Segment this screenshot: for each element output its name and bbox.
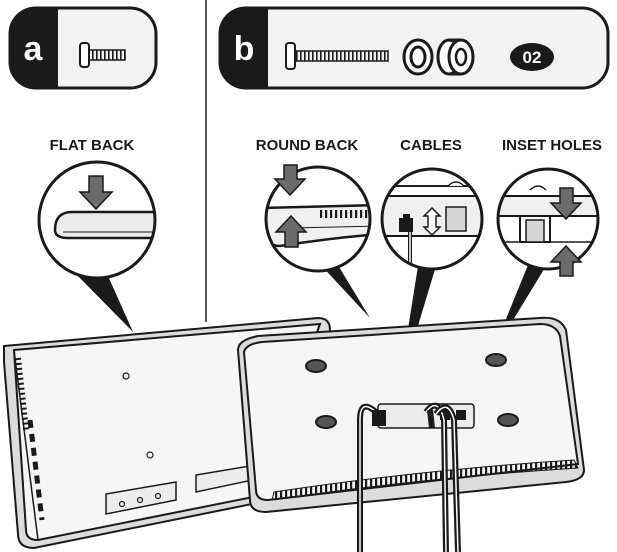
- mounting-hole: [146, 451, 154, 459]
- round-back-callout: [264, 164, 372, 273]
- panel-a-letter: a: [24, 30, 44, 68]
- flat-back-callout: [37, 160, 157, 280]
- down-arrow-icon: [273, 164, 307, 197]
- round-back-tv: [236, 316, 586, 552]
- hardware-panel-a: a: [8, 6, 158, 90]
- cables-callout: [380, 167, 484, 271]
- short-screw-icon: [79, 42, 126, 68]
- up-arrow-icon: [274, 214, 308, 248]
- label-flat-back: FLAT BACK: [50, 137, 135, 154]
- inset-hole: [497, 413, 519, 427]
- down-arrow-icon: [78, 175, 114, 211]
- hardware-panel-b: b 02: [218, 6, 610, 90]
- flat-back-callout-pointer: [72, 270, 133, 332]
- label-cables: CABLES: [400, 137, 462, 154]
- down-arrow-icon: [549, 187, 583, 221]
- spacer-ring-icon: [402, 38, 434, 76]
- spacer-cylinder-icon: [436, 38, 475, 76]
- label-round-back: ROUND BACK: [256, 137, 359, 154]
- cable-bundle: [357, 402, 461, 552]
- label-inset-holes: INSET HOLES: [502, 137, 602, 154]
- inset-holes-callout: [496, 167, 600, 277]
- round-back-callout-pointer: [318, 262, 370, 318]
- up-arrow-icon: [549, 244, 583, 277]
- mounting-hole: [122, 372, 130, 380]
- quantity-badge: 02: [510, 43, 554, 71]
- long-screw-icon: [285, 42, 389, 70]
- quantity-text: 02: [523, 48, 542, 67]
- inset-hole: [315, 415, 337, 429]
- inset-hole: [485, 353, 507, 367]
- panel-b-letter: b: [234, 30, 255, 68]
- inset-hole: [305, 359, 327, 373]
